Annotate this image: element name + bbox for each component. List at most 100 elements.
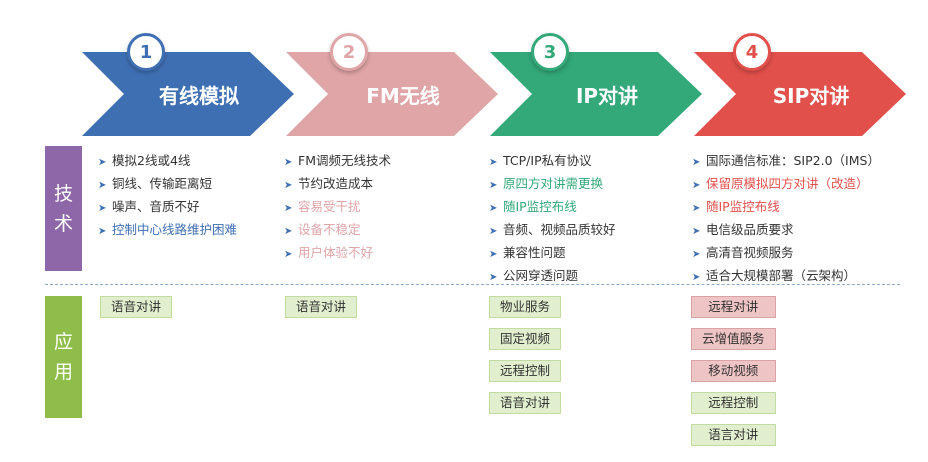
app-label-char: 应: [53, 331, 73, 353]
feature-item: ➤ 原四方对讲需更换: [489, 173, 616, 196]
feature-text: 适合大规模部署（云架构）: [706, 268, 857, 283]
feature-item: ➤ 音频、视频品质较好: [489, 219, 616, 242]
tech-label-char: 术: [53, 212, 73, 235]
application-tag: 语音对讲: [489, 392, 562, 414]
feature-text: 噪声、音质不好: [112, 199, 200, 214]
bullet-arrow-icon: ➤: [98, 226, 107, 237]
feature-text: 节约改造成本: [298, 176, 374, 191]
application-tag: 移动视频: [691, 360, 776, 382]
feature-text: 控制中心线路维护困难: [112, 222, 238, 237]
application-tag: 语言对讲: [691, 424, 776, 446]
bullet-arrow-icon: ➤: [489, 272, 498, 283]
bullet-arrow-icon: ➤: [98, 180, 107, 191]
arrow-shape-3: [490, 52, 702, 136]
feature-item: ➤ 控制中心线路维护困难: [98, 219, 237, 242]
app-side-label: 应 用: [45, 296, 82, 418]
application-tag: 远程对讲: [691, 296, 776, 318]
feature-item: ➤ 随IP监控布线: [692, 196, 880, 219]
bullet-arrow-icon: ➤: [284, 226, 293, 237]
bullet-arrow-icon: ➤: [284, 203, 293, 214]
bullet-arrow-icon: ➤: [692, 226, 701, 237]
feature-text: 铜线、传输距离短: [112, 176, 213, 191]
bullet-arrow-icon: ➤: [692, 249, 701, 260]
feature-text: 国际通信标准：SIP2.0（IMS）: [706, 153, 880, 168]
feature-item: ➤ TCP/IP私有协议: [489, 150, 616, 173]
stage-number-badge: 1: [127, 33, 165, 71]
stage-arrow-2: FM无线: [286, 52, 498, 136]
bullet-arrow-icon: ➤: [692, 157, 701, 168]
feature-text: 容易受干扰: [298, 199, 361, 214]
app-label-char: 用: [53, 361, 73, 383]
bullet-arrow-icon: ➤: [489, 226, 498, 237]
stage-number-badge: 4: [733, 33, 771, 71]
stage-title: IP对讲: [575, 83, 639, 108]
section-divider: [45, 284, 900, 285]
application-tag: 语音对讲: [285, 296, 358, 318]
stage-title: SIP对讲: [772, 83, 850, 108]
stage-arrow-1: 有线模拟: [82, 52, 294, 136]
stage-arrow-4: SIP对讲: [694, 52, 906, 136]
feature-list-1: ➤ 模拟2线或4线 ➤ 铜线、传输距离短 ➤噪声、音质不好 ➤ 控制中心线路维护困难: [98, 150, 237, 242]
feature-text: 随IP监控布线: [503, 199, 577, 214]
feature-text: 随IP监控布线: [706, 199, 780, 214]
feature-text: 高清音视频服务: [706, 245, 794, 260]
bullet-arrow-icon: ➤: [489, 203, 498, 214]
feature-text: 公网穿透问题: [503, 268, 579, 283]
feature-text: 模拟2线或4线: [112, 153, 191, 168]
feature-list-2: ➤ FM调频无线技术 ➤ 节约改造成本 ➤ 容易受干扰 ➤ 设备不稳定 ➤ 用户体验不好: [284, 150, 391, 265]
tech-label-char: 技: [53, 182, 73, 205]
arrow-shape-4: [694, 52, 906, 136]
feature-item: ➤ 电信级品质要求: [692, 219, 880, 242]
feature-item: ➤ 节约改造成本: [284, 173, 391, 196]
feature-item: ➤ 用户体验不好: [284, 242, 391, 265]
feature-text: 电信级品质要求: [706, 222, 794, 237]
bullet-arrow-icon: ➤: [489, 249, 498, 260]
feature-text: 音频、视频品质较好: [503, 222, 616, 237]
feature-item: ➤ 高清音视频服务: [692, 242, 880, 265]
feature-list-3: ➤ TCP/IP私有协议 ➤ 原四方对讲需更换 ➤ 随IP监控布线 ➤ 音频、视频品质较好 ➤ 兼…: [489, 150, 616, 288]
feature-item: ➤ 模拟2线或4线: [98, 150, 237, 173]
bullet-arrow-icon: ➤: [284, 249, 293, 260]
stage-title: FM无线: [366, 83, 440, 108]
feature-item: ➤ 国际通信标准：SIP2.0（IMS）: [692, 150, 880, 173]
stage-number-badge: 3: [531, 33, 569, 71]
feature-item: ➤噪声、音质不好: [98, 196, 237, 219]
feature-item: ➤ 兼容性问题: [489, 242, 616, 265]
application-tag: 远程控制: [489, 360, 562, 382]
bullet-arrow-icon: ➤: [284, 157, 293, 168]
bullet-arrow-icon: ➤: [692, 203, 701, 214]
stage-title: 有线模拟: [159, 83, 239, 108]
application-tag: 固定视频: [489, 328, 562, 350]
feature-item: ➤ 容易受干扰: [284, 196, 391, 219]
application-tag: 物业服务: [489, 296, 562, 318]
application-tag: 语音对讲: [100, 296, 173, 318]
feature-text: 兼容性问题: [503, 245, 566, 260]
stage-number-badge: 2: [330, 33, 368, 71]
bullet-arrow-icon: ➤: [489, 157, 498, 168]
bullet-arrow-icon: ➤: [489, 180, 498, 191]
application-list-2: 语音对讲: [285, 296, 358, 328]
stage-arrow-3: IP对讲: [490, 52, 702, 136]
feature-text: 保留原模拟四方对讲（改造）: [706, 176, 869, 191]
bullet-arrow-icon: ➤: [98, 157, 107, 168]
bullet-arrow-icon: ➤: [692, 272, 701, 283]
application-list-1: 语音对讲: [100, 296, 173, 328]
feature-item: ➤ 设备不稳定: [284, 219, 391, 242]
feature-item: ➤ 随IP监控布线: [489, 196, 616, 219]
feature-text: FM调频无线技术: [298, 153, 391, 168]
feature-item: ➤ FM调频无线技术: [284, 150, 391, 173]
feature-text: 原四方对讲需更换: [503, 176, 604, 191]
feature-text: TCP/IP私有协议: [503, 153, 592, 168]
feature-text: 设备不稳定: [298, 222, 361, 237]
application-list-4: 远程对讲云增值服务移动视频远程控制语言对讲: [691, 296, 776, 456]
feature-item: ➤ 公网穿透问题: [489, 265, 616, 288]
feature-text: 用户体验不好: [298, 245, 374, 260]
application-list-3: 物业服务固定视频远程控制语音对讲: [489, 296, 562, 424]
arrow-shape-2: [286, 52, 498, 136]
feature-item: ➤ 适合大规模部署（云架构）: [692, 265, 880, 288]
bullet-arrow-icon: ➤: [284, 180, 293, 191]
application-tag: 云增值服务: [691, 328, 776, 350]
feature-list-4: ➤ 国际通信标准：SIP2.0（IMS） ➤ 保留原模拟四方对讲（改造） ➤ 随IP监控布…: [692, 150, 880, 288]
tech-side-label: 技 术: [45, 146, 82, 271]
